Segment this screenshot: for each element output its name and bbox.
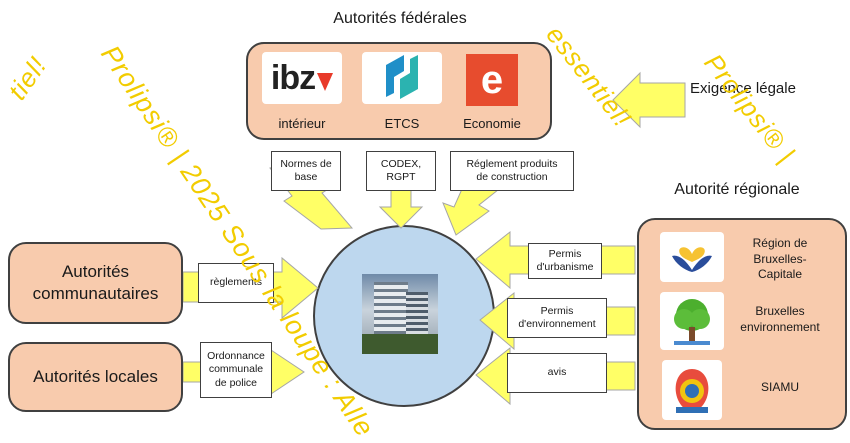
- local-box: Autorités locales: [8, 342, 183, 412]
- economie-logo-text: e: [480, 58, 504, 102]
- ibz-logo: ibz: [262, 52, 342, 104]
- note-permis-environnement: Permis d'environnement: [507, 298, 607, 338]
- note-ordonnance: Ordonnance communale de police: [200, 342, 272, 398]
- note-normes-de-base: Normes de base: [271, 151, 341, 191]
- economie-logo: e: [466, 54, 518, 106]
- ibz-label: intérieur: [278, 116, 326, 131]
- etcs-logo: [362, 52, 442, 104]
- note-permis-urbanisme: Permis d'urbanisme: [528, 243, 602, 279]
- bruxelles-capitale-logo: [660, 232, 724, 282]
- ibz-logo-text: ibz: [270, 58, 316, 97]
- community-box: Autorités communautaires: [8, 242, 183, 324]
- exigence-legale-label: Exigence légale: [690, 80, 796, 97]
- note-reglements: règlements: [198, 263, 274, 303]
- arrow-exigence-legale: [612, 71, 686, 129]
- siamu-label: SIAMU: [760, 380, 799, 394]
- bruxelles-capitale-label: Région de Bruxelles- Capitale: [752, 236, 808, 282]
- note-avis: avis: [507, 353, 607, 393]
- arrow-codex: [378, 189, 424, 229]
- note-codex: CODEX, RGPT: [366, 151, 436, 191]
- note-reglement: Réglement produits de construction: [450, 151, 574, 191]
- tree-icon: [660, 292, 724, 350]
- building-photo: [362, 274, 438, 354]
- economie-label: Economie: [463, 116, 521, 131]
- etcs-label: ETCS: [384, 116, 420, 131]
- federal-title: Autorités fédérales: [333, 10, 467, 27]
- bruxelles-environnement-label: Bruxelles environnement: [740, 304, 820, 334]
- siamu-emblem-icon: [662, 360, 722, 420]
- regional-title: Autorité régionale: [674, 181, 800, 198]
